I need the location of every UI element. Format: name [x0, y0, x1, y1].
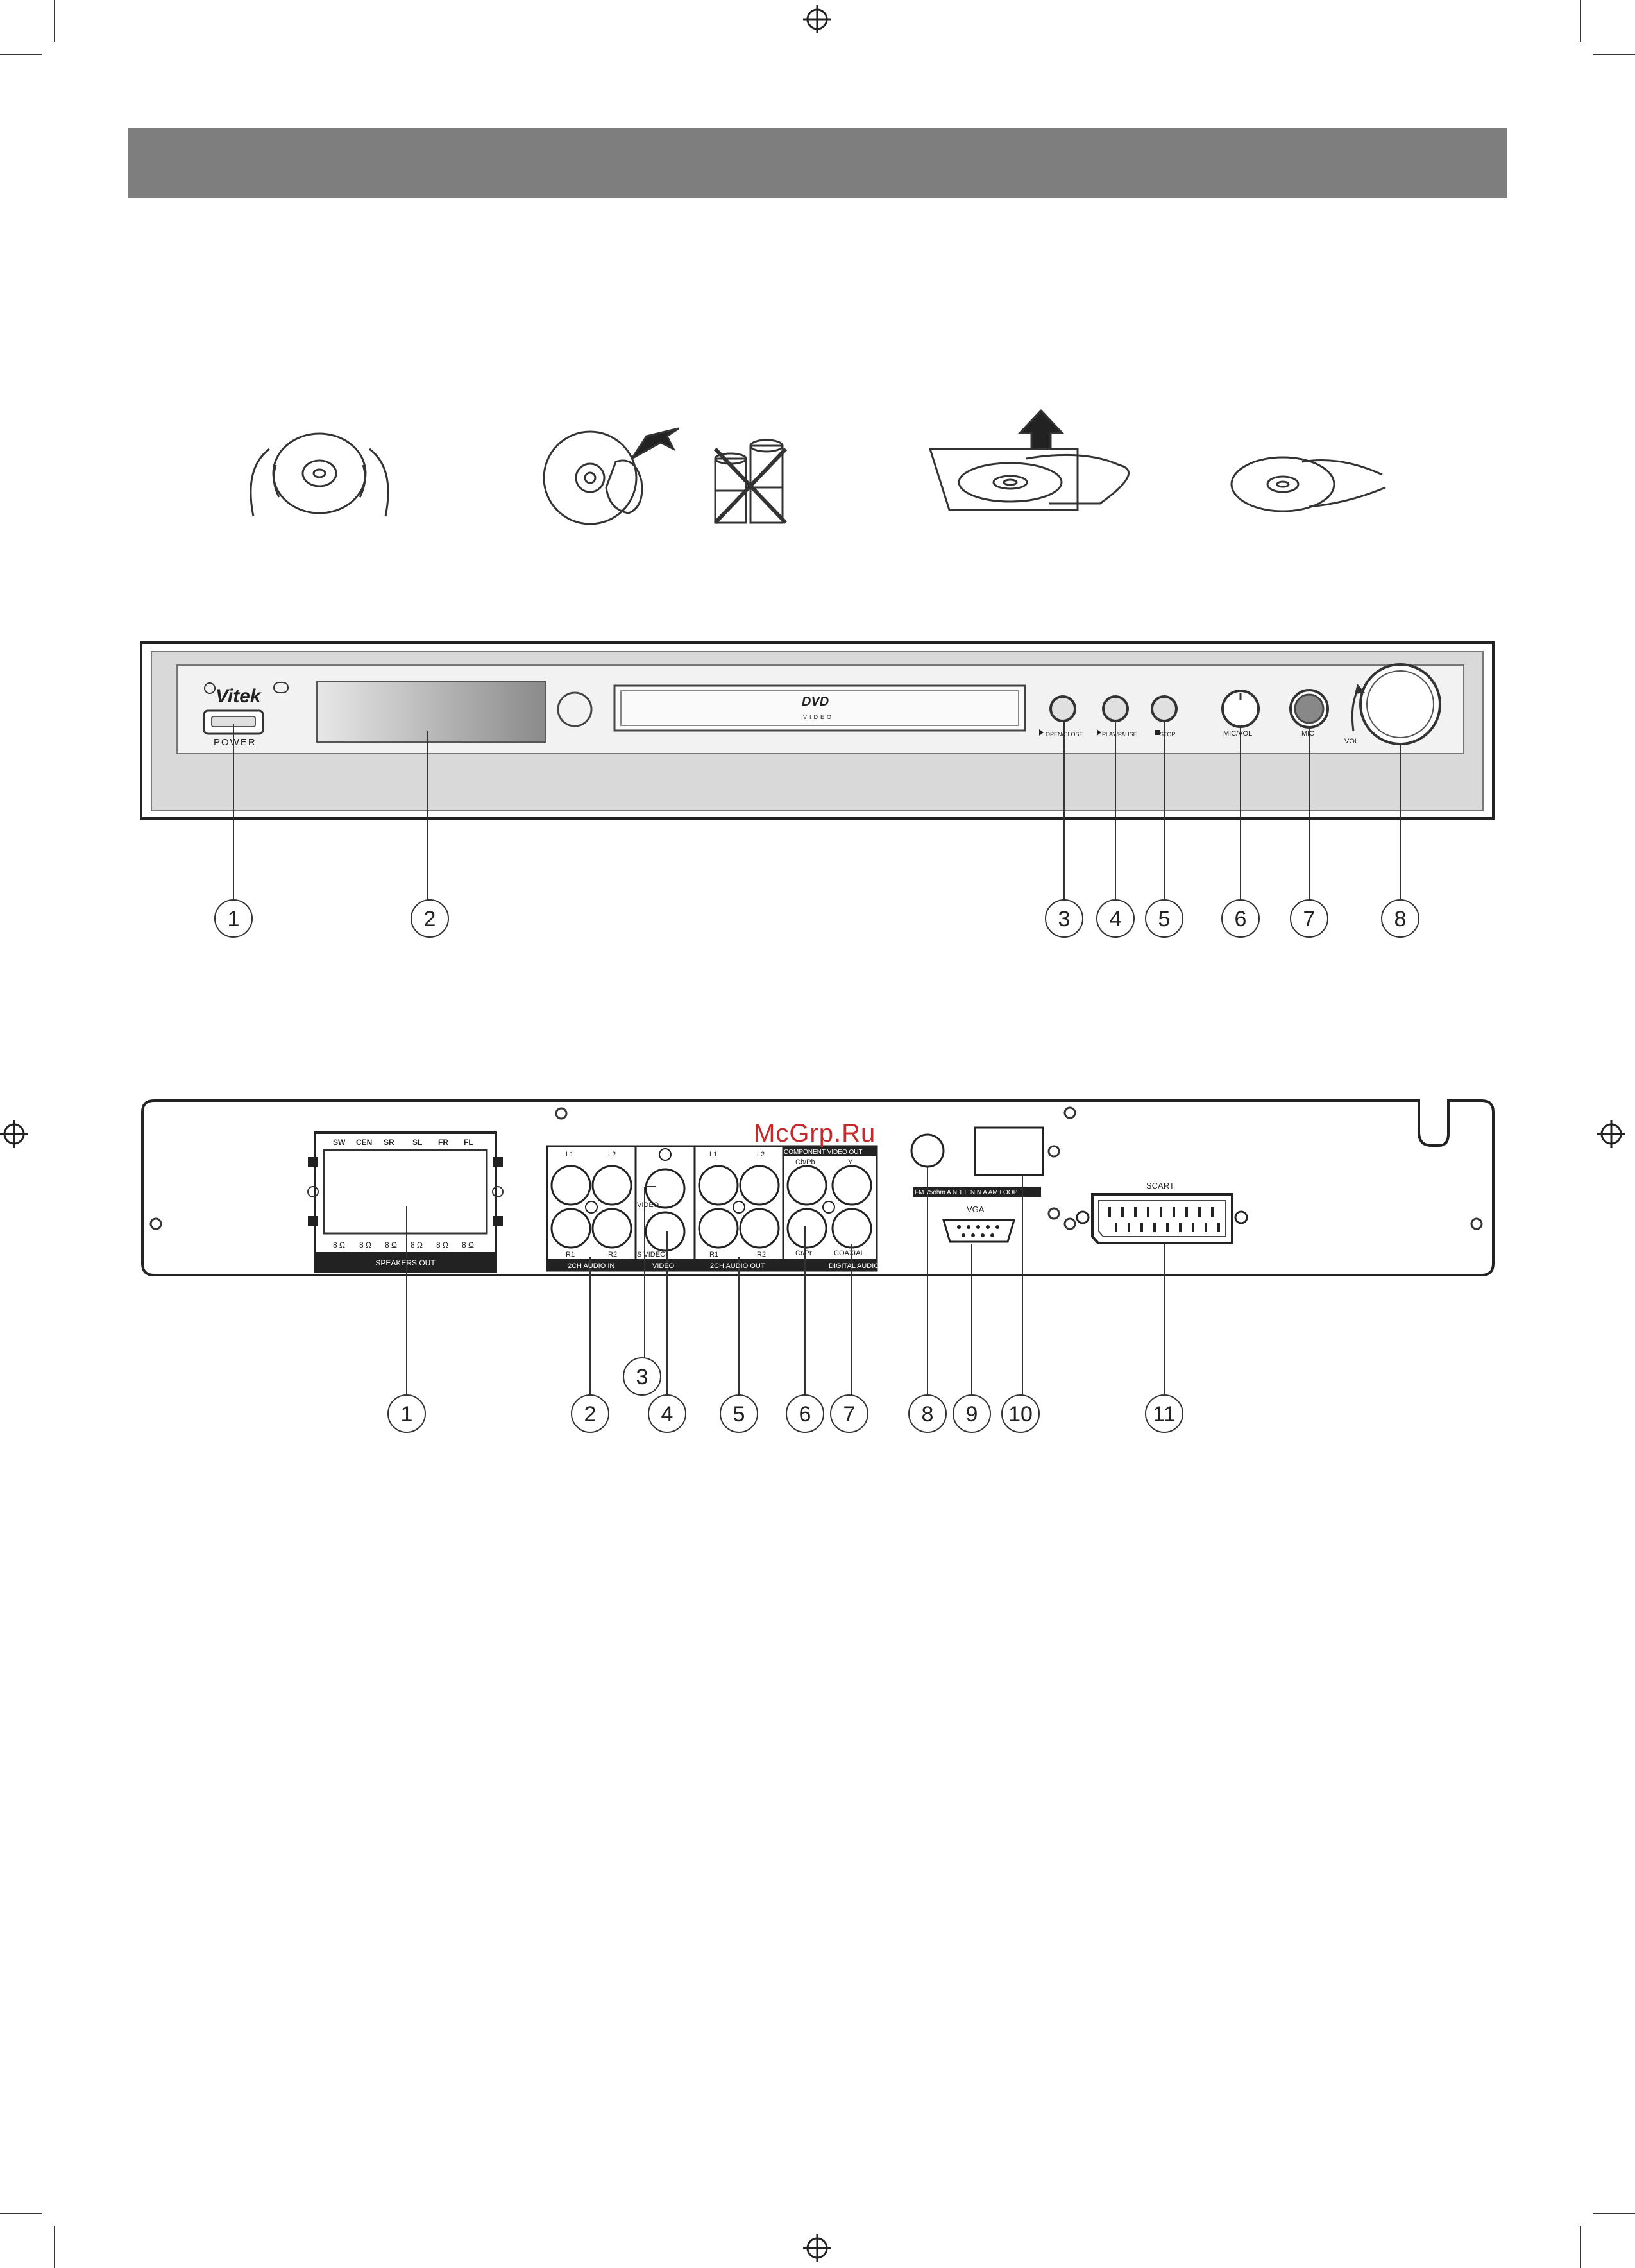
stop-label: STOP	[1160, 731, 1175, 738]
cr-pr-label: Cr/Pr	[795, 1249, 812, 1257]
svg-text:SW: SW	[333, 1138, 346, 1147]
scart-label: SCART	[1146, 1181, 1174, 1190]
audio-out-label: 2CH AUDIO OUT	[710, 1262, 765, 1270]
svg-text:3: 3	[1058, 907, 1071, 931]
standby-led	[273, 682, 289, 693]
play-pause-button	[1102, 695, 1129, 722]
svg-text:1: 1	[228, 907, 240, 931]
power-label: POWER	[214, 737, 257, 748]
svg-text:4: 4	[1110, 907, 1122, 931]
svg-text:8 Ω: 8 Ω	[359, 1240, 371, 1249]
audio-in-label: 2CH AUDIO IN	[568, 1262, 614, 1270]
fm-antenna-jack	[910, 1133, 945, 1168]
dvd-sub-label: VIDEO	[803, 714, 834, 720]
audio-out-block	[693, 1145, 784, 1272]
svg-text:8: 8	[922, 1402, 934, 1426]
svg-text:3: 3	[636, 1365, 648, 1389]
vol-label: VOL	[1344, 738, 1359, 745]
speaker-channel-labels: SW CEN SR SL FR FL	[333, 1138, 473, 1147]
front-panel-labels: Vitek POWER DVD VIDEO OPEN/CLOSE PLAY/PA…	[214, 686, 1406, 931]
svg-text:4: 4	[661, 1402, 673, 1426]
vga-label: VGA	[967, 1205, 985, 1214]
svg-text:R2: R2	[757, 1251, 766, 1258]
rear-panel-labels: SW CEN SR SL FR FL 8 Ω 8 Ω 8 Ω 8 Ω 8 Ω 8…	[333, 1138, 1176, 1426]
digital-audio-label: DIGITAL AUDIO	[829, 1262, 879, 1270]
disc-tray	[613, 684, 1026, 732]
mic-vol-label: MIC/VOL	[1223, 730, 1252, 738]
front-panel	[140, 641, 1495, 938]
rear-panel	[141, 1099, 1495, 1433]
display-window	[316, 681, 546, 743]
registration-mark-icon	[0, 5, 1625, 2262]
video-jack-label: VIDEO	[637, 1201, 659, 1209]
cb-pb-label: Cb/Pb	[795, 1158, 815, 1166]
svg-text:L2: L2	[608, 1151, 616, 1158]
brand-label: Vitek	[216, 686, 262, 707]
svg-text:8 Ω: 8 Ω	[333, 1240, 345, 1249]
mic-label: MIC	[1301, 730, 1314, 738]
svg-text:11: 11	[1153, 1402, 1175, 1426]
remove-disc-icon	[928, 409, 1130, 511]
open-close-label: OPEN/CLOSE	[1046, 731, 1083, 738]
svg-text:FL: FL	[464, 1138, 473, 1147]
hold-edge-icon	[1230, 456, 1386, 512]
svg-text:CEN: CEN	[356, 1138, 372, 1147]
svg-text:8 Ω: 8 Ω	[462, 1240, 474, 1249]
svg-text:2: 2	[584, 1402, 597, 1426]
scart-pins	[1108, 1207, 1220, 1232]
scart-port	[1091, 1193, 1233, 1244]
svg-text:L2: L2	[757, 1151, 765, 1158]
svg-text:R1: R1	[566, 1251, 575, 1258]
svg-text:8 Ω: 8 Ω	[411, 1240, 423, 1249]
svg-text:6: 6	[799, 1402, 811, 1426]
audio-in-block	[546, 1145, 637, 1272]
antenna-label: FM 75ohm A N T E N N A AM LOOP	[915, 1189, 1018, 1196]
rear-callout-numbers: 1 2 3 4 5 6 7 8 9 10 11	[401, 1365, 1176, 1426]
no-solvent-icon	[713, 439, 788, 525]
open-close-button	[1049, 695, 1076, 722]
svideo-jack-label: S VIDEO	[637, 1251, 666, 1258]
svg-text:1: 1	[401, 1402, 413, 1426]
svg-text:7: 7	[1303, 907, 1316, 931]
speakers-out-label: SPEAKERS OUT	[375, 1258, 436, 1267]
svg-text:FR: FR	[438, 1138, 448, 1147]
hold-disc-icon	[250, 432, 389, 517]
svg-text:2: 2	[424, 907, 436, 931]
clean-disc-icon	[543, 427, 679, 525]
svg-text:7: 7	[843, 1402, 856, 1426]
play-pause-label: PLAY/PAUSE	[1102, 731, 1137, 738]
svg-text:9: 9	[966, 1402, 978, 1426]
svg-text:8: 8	[1394, 907, 1407, 931]
stop-button	[1151, 695, 1178, 722]
watermark: McGrp.Ru	[754, 1119, 876, 1147]
component-label: COMPONENT VIDEO OUT	[784, 1149, 863, 1156]
svg-text:R2: R2	[608, 1251, 617, 1258]
header-bar	[128, 128, 1507, 198]
svg-text:5: 5	[733, 1402, 745, 1426]
svg-text:6: 6	[1235, 907, 1247, 931]
svg-text:SR: SR	[384, 1138, 394, 1147]
svg-text:L1: L1	[709, 1151, 717, 1158]
vga-port	[942, 1219, 1016, 1243]
ir-sensor	[557, 691, 593, 727]
svg-text:SL: SL	[412, 1138, 422, 1147]
svg-text:10: 10	[1008, 1402, 1033, 1426]
disc-handling-illustrations	[250, 409, 1386, 525]
ohm-labels: 8 Ω 8 Ω 8 Ω 8 Ω 8 Ω 8 Ω	[333, 1240, 474, 1249]
svg-text:5: 5	[1158, 907, 1171, 931]
svg-text:8 Ω: 8 Ω	[436, 1240, 448, 1249]
coaxial-label: COAXIAL	[834, 1249, 865, 1257]
front-callout-numbers: 1 2 3 4 5 6 7 8	[228, 907, 1407, 931]
y-label: Y	[848, 1158, 853, 1166]
svg-text:R1: R1	[709, 1251, 718, 1258]
svg-text:L1: L1	[566, 1151, 573, 1158]
svg-text:8 Ω: 8 Ω	[385, 1240, 397, 1249]
dvd-logo: DVD	[802, 695, 829, 709]
am-loop-terminal	[974, 1126, 1044, 1176]
video-label: VIDEO	[652, 1262, 675, 1270]
